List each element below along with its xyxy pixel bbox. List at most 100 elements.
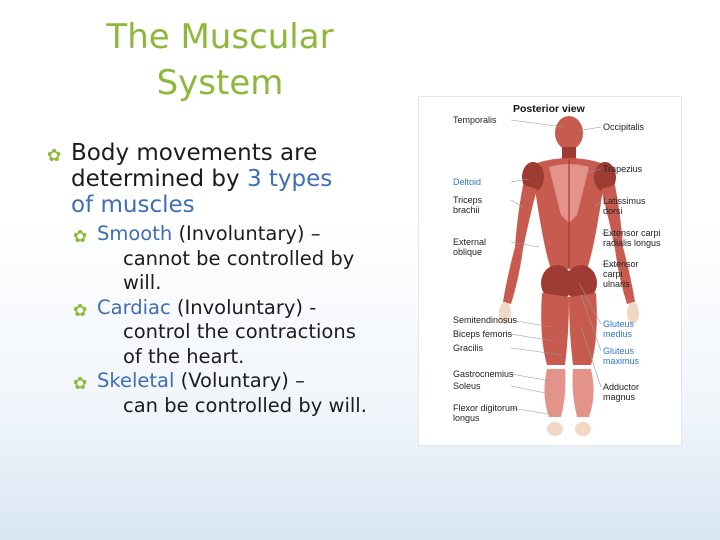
- sub-bullet-skeletal: ✿ Skeletal (Voluntary) – can be controll…: [45, 369, 390, 418]
- label-line: Soleus: [453, 381, 481, 391]
- leader-line: [510, 407, 556, 416]
- label-line: Semitendinosus: [453, 315, 518, 325]
- leader-line: [580, 326, 602, 388]
- human-body-illustration: [499, 116, 639, 436]
- right-hand-shape: [627, 302, 639, 324]
- label-line: medius: [603, 329, 633, 339]
- sub-bullet-head: Smooth (Involuntary) –: [97, 222, 390, 247]
- right-forearm-shape: [615, 247, 635, 304]
- label-left: Gracilis: [453, 343, 484, 353]
- right-upper-arm-shape: [601, 185, 623, 249]
- muscle-type-qualifier: (Involuntary) –: [172, 222, 321, 245]
- sub-bullet-desc-line1: control the contractions: [123, 320, 356, 343]
- bullet-list: ✿ Body movements are determined by 3 typ…: [45, 140, 390, 418]
- main-bullet-line2: determined by 3 types: [71, 166, 390, 192]
- label-line: longus: [453, 413, 480, 423]
- sub-bullet-head: Cardiac (Involuntary) -: [97, 296, 390, 321]
- leader-line: [594, 200, 602, 208]
- label-line: magnus: [603, 392, 636, 402]
- label-line: Adductor: [603, 382, 639, 392]
- label-line: Latissimus: [603, 196, 646, 206]
- leader-line: [510, 178, 530, 183]
- bullet-icon: ✿: [47, 146, 62, 166]
- sub-bullet-desc-line1: can be controlled by will.: [123, 393, 367, 417]
- label-left: Semitendinosus: [453, 315, 518, 325]
- left-deltoid-shape: [522, 162, 544, 192]
- label-line: Gracilis: [453, 343, 484, 353]
- right-calf-shape: [572, 369, 594, 417]
- sub-bullet-cardiac: ✿ Cardiac (Involuntary) - control the co…: [45, 296, 390, 370]
- label-line: ulnaris: [603, 279, 630, 289]
- left-calf-shape: [544, 369, 566, 417]
- label-line: Gluteus: [603, 346, 635, 356]
- leader-line: [600, 232, 618, 238]
- sub-bullet-desc-line2: will.: [123, 271, 162, 294]
- leader-line: [578, 282, 602, 325]
- leader-line: [510, 333, 554, 342]
- label-line: Gastrocnemius: [453, 369, 514, 379]
- slide-title-line1: The Muscular: [106, 17, 334, 57]
- muscle-type-name: Cardiac: [97, 295, 171, 319]
- label-line: dorsi: [603, 206, 623, 216]
- label-right: Trapezius: [603, 164, 643, 174]
- leader-line: [576, 126, 602, 132]
- leader-line: [510, 199, 524, 208]
- label-line: External: [453, 237, 486, 247]
- label-line: Biceps femoris: [453, 329, 513, 339]
- label-line: Triceps: [453, 195, 483, 205]
- leader-line: [600, 263, 626, 268]
- label-line: carpi: [603, 269, 623, 279]
- leader-line: [510, 373, 552, 382]
- label-line: maximus: [603, 356, 640, 366]
- label-line: Flexor digitorum: [453, 403, 518, 413]
- main-bullet-line3: of muscles: [71, 192, 195, 218]
- main-bullet-highlight: 3 types: [246, 166, 333, 192]
- bullet-icon: ✿: [73, 227, 88, 247]
- neck-shape: [562, 147, 576, 159]
- label-line: oblique: [453, 247, 482, 257]
- main-bullet-line1: Body movements are: [71, 140, 318, 166]
- leader-line: [510, 119, 565, 128]
- left-forearm-shape: [503, 247, 523, 304]
- label-right: Occipitalis: [603, 122, 645, 132]
- muscle-type-name: Skeletal: [97, 369, 175, 392]
- leader-line: [510, 385, 556, 396]
- label-line: brachii: [453, 205, 480, 215]
- main-bullet-text: determined by: [71, 166, 247, 192]
- label-left: Biceps femoris: [453, 329, 513, 339]
- main-bullet: ✿ Body movements are determined by 3 typ…: [45, 140, 390, 218]
- leader-line: [510, 319, 552, 328]
- right-thigh-shape: [569, 293, 597, 365]
- label-line: Gluteus: [603, 319, 635, 329]
- leader-line: [510, 347, 564, 356]
- left-upper-arm-shape: [515, 185, 537, 249]
- right-gluteus-shape: [565, 265, 597, 301]
- sub-bullet-desc-line2: of the heart.: [123, 344, 245, 368]
- sub-bullet-smooth: ✿ Smooth (Involuntary) – cannot be contr…: [45, 222, 390, 296]
- leader-line: [586, 168, 602, 174]
- label-line: Occipitalis: [603, 122, 645, 132]
- left-foot-shape: [547, 422, 563, 436]
- right-foot-shape: [575, 422, 591, 436]
- left-thigh-shape: [541, 293, 569, 365]
- slide-title: The Muscular System: [60, 14, 380, 106]
- head-shape: [555, 116, 583, 150]
- muscle-type-name: Smooth: [97, 222, 173, 245]
- bullet-icon: ✿: [73, 300, 88, 321]
- muscle-type-qualifier: (Involuntary) -: [170, 295, 317, 319]
- diagram-title: Posterior view: [513, 103, 586, 115]
- muscle-type-qualifier: (Voluntary) –: [174, 369, 305, 392]
- label-line: Extensor carpi: [603, 228, 661, 238]
- label-line: Deltoid: [453, 177, 481, 187]
